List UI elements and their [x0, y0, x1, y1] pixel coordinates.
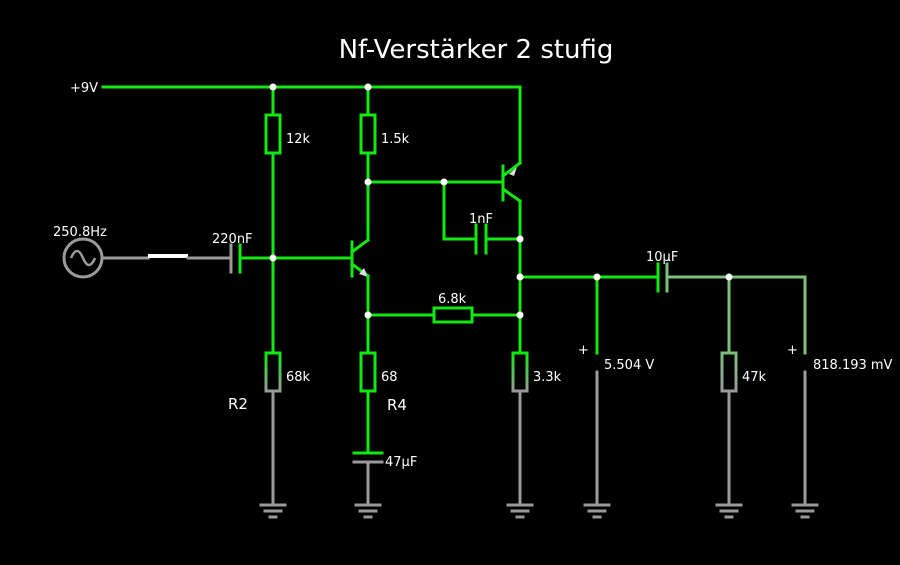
- resistor-r-fb[interactable]: [366, 306, 522, 324]
- transistor-t1[interactable]: [349, 237, 371, 352]
- junction-dot: [364, 83, 372, 91]
- resistor-r2[interactable]: [264, 351, 282, 507]
- junction-dot: [516, 311, 524, 319]
- source-frequency: 250.8Hz: [53, 225, 107, 240]
- dc-voltage-readout: 5.504 V: [604, 358, 654, 373]
- c-out-value: 10µF: [646, 250, 678, 265]
- ac-voltage-readout: 818.193 mV: [813, 358, 893, 373]
- ac-meter-plus: +: [787, 343, 798, 358]
- r-fb-value: 6.8k: [438, 292, 467, 307]
- junction-dot: [269, 83, 277, 91]
- resistor-r4[interactable]: [359, 351, 377, 454]
- junction-dot: [516, 273, 524, 281]
- junction-dot: [440, 178, 448, 186]
- resistor-r-e2[interactable]: [511, 351, 529, 507]
- resistor-r1[interactable]: [264, 85, 282, 352]
- ground-icon: [583, 503, 611, 519]
- c-fb-value: 1nF: [469, 212, 493, 227]
- junction-dot: [725, 273, 733, 281]
- ground-icon: [354, 503, 382, 519]
- r1-value: 12k: [286, 132, 311, 147]
- junction-dot: [364, 311, 372, 319]
- junction-dots: [269, 83, 733, 319]
- r-load-value: 47k: [742, 370, 767, 385]
- supply-label: +9V: [70, 81, 98, 96]
- transistor-t2[interactable]: [500, 160, 523, 352]
- ground-icon: [506, 503, 534, 519]
- capacitor-c-in[interactable]: [229, 243, 352, 274]
- junction-dot: [269, 254, 277, 262]
- r-e2-value: 3.3k: [533, 370, 562, 385]
- supply-rail[interactable]: [101, 85, 522, 165]
- capacitor-c-e[interactable]: [352, 451, 384, 507]
- t1-collector-wire[interactable]: [366, 180, 504, 241]
- junction-dot: [593, 273, 601, 281]
- junction-dot: [516, 235, 524, 243]
- dc-meter-plus: +: [578, 343, 589, 358]
- r4-value: 68: [381, 370, 398, 385]
- capacitor-c-out[interactable]: [656, 262, 807, 355]
- c-e-value: 47µF: [385, 455, 417, 470]
- resistor-r3[interactable]: [359, 85, 377, 242]
- r4-name: R4: [387, 396, 407, 414]
- r2-name: R2: [228, 395, 248, 413]
- r2-value: 68k: [286, 370, 311, 385]
- ac-source-icon[interactable]: [62, 237, 104, 279]
- resistor-r-load[interactable]: [720, 351, 738, 507]
- ground-icon: [259, 503, 287, 519]
- ground-icon: [715, 503, 743, 519]
- circuit-title: Nf-Verstärker 2 stufig: [339, 35, 614, 65]
- junction-dot: [364, 178, 372, 186]
- ground-icon: [791, 503, 819, 519]
- r3-value: 1.5k: [381, 132, 410, 147]
- output-wire[interactable]: [518, 275, 660, 355]
- c-in-value: 220nF: [212, 232, 253, 247]
- input-wire[interactable]: [100, 254, 232, 260]
- capacitor-c-fb[interactable]: [474, 223, 522, 255]
